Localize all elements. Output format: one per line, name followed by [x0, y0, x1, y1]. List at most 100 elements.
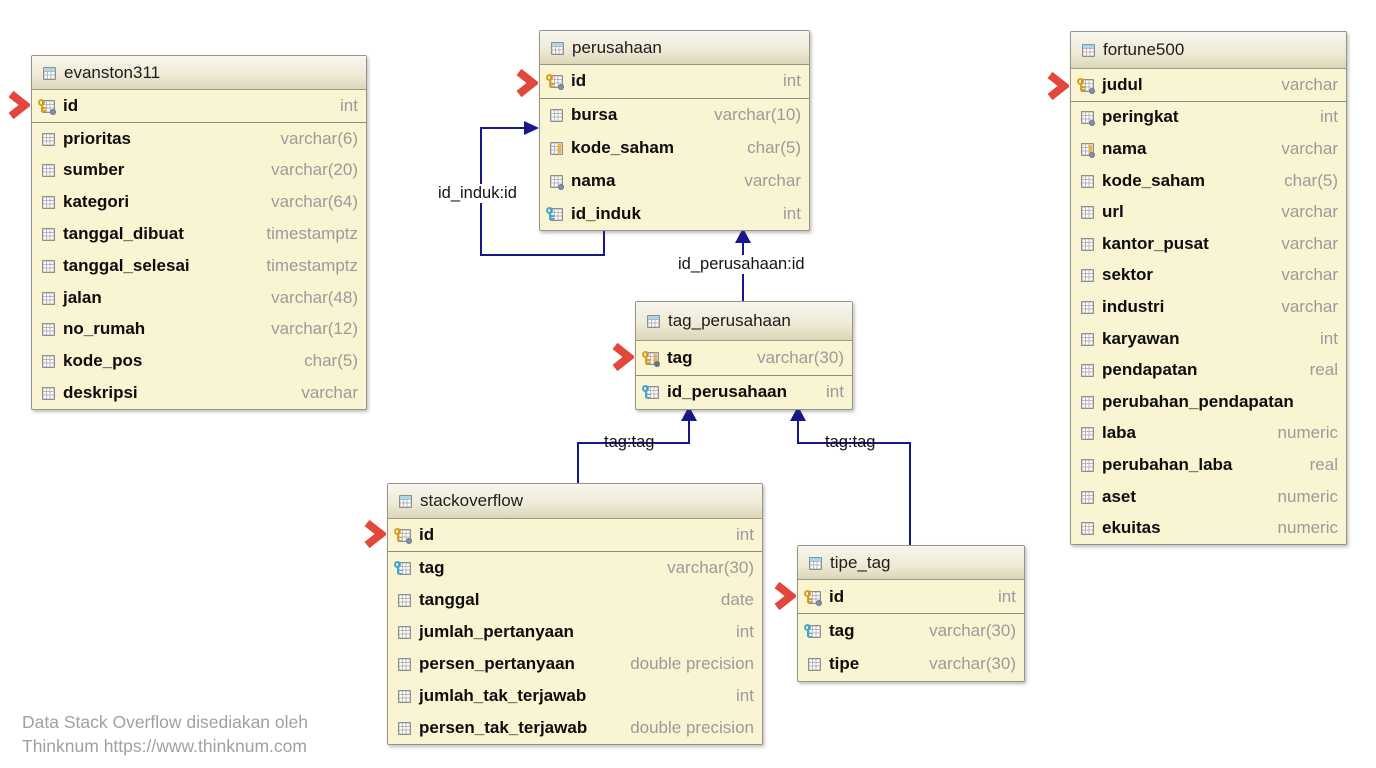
column-type: varchar — [1281, 74, 1338, 94]
primary-key-icon — [546, 74, 564, 91]
column-type: int — [1320, 107, 1338, 127]
column-icon — [38, 163, 55, 178]
column-name: kode_pos — [63, 351, 143, 371]
column-type: varchar — [1281, 296, 1338, 316]
table-header[interactable]: stackoverflow — [388, 484, 762, 519]
column-name: karyawan — [1102, 328, 1180, 348]
relation-label: id_perusahaan:id — [674, 255, 809, 274]
column-type: varchar(30) — [929, 654, 1016, 674]
column-type: varchar — [1281, 202, 1338, 222]
column-type: int — [736, 622, 754, 641]
column-icon — [546, 141, 563, 155]
column-type: int — [783, 203, 801, 223]
column-icon — [1077, 300, 1094, 314]
column-name: sektor — [1102, 265, 1154, 285]
column-type: int — [736, 686, 754, 705]
column-type: varchar(30) — [929, 620, 1016, 640]
primary-key-pointer-icon — [364, 519, 388, 549]
table-header[interactable]: perusahaan — [540, 31, 809, 65]
table-header[interactable]: evanston311 — [32, 56, 366, 90]
column-icon — [38, 386, 55, 401]
relation-arrow-icon — [524, 121, 539, 135]
column-row[interactable]: tag varchar(30) — [798, 614, 1024, 647]
primary-key-icon — [394, 528, 412, 544]
column-icon — [394, 625, 411, 639]
column-name: id — [63, 95, 79, 115]
table-header[interactable]: fortune500 — [1071, 32, 1346, 69]
table-header[interactable]: tag_perusahaan — [636, 302, 852, 341]
column-name: id — [829, 586, 845, 606]
column-row[interactable]: perubahan_pendapatan — [1071, 386, 1346, 418]
relation-line — [577, 442, 579, 483]
relation-label: tag:tag — [604, 433, 655, 451]
primary-key-pointer-icon — [8, 90, 32, 120]
column-name: jumlah_tak_terjawab — [419, 686, 587, 705]
column-icon — [1077, 363, 1094, 378]
table-icon — [547, 41, 564, 55]
table-header[interactable]: tipe_tag — [798, 546, 1024, 580]
column-type: int — [736, 525, 754, 544]
column-icon — [38, 322, 55, 337]
column-type: char(5) — [304, 351, 358, 371]
column-row[interactable]: jumlah_tak_terjawab int — [388, 680, 762, 712]
table-icon — [395, 494, 412, 508]
primary-key-icon — [642, 350, 660, 367]
column-name: tag — [829, 620, 855, 640]
column-row[interactable]: jumlah_pertanyaan int — [388, 616, 762, 648]
column-name: id_perusahaan — [667, 382, 787, 402]
table-title: evanston311 — [64, 62, 161, 82]
relation-line — [797, 442, 911, 444]
table-title: stackoverflow — [420, 491, 523, 510]
column-row[interactable]: kode_pos char(5) — [32, 345, 366, 377]
column-icon — [394, 657, 411, 671]
primary-key-icon — [1077, 77, 1095, 94]
column-name: jumlah_pertanyaan — [419, 622, 574, 641]
column-type: varchar — [1281, 233, 1338, 253]
column-name: kode_saham — [1102, 170, 1205, 190]
